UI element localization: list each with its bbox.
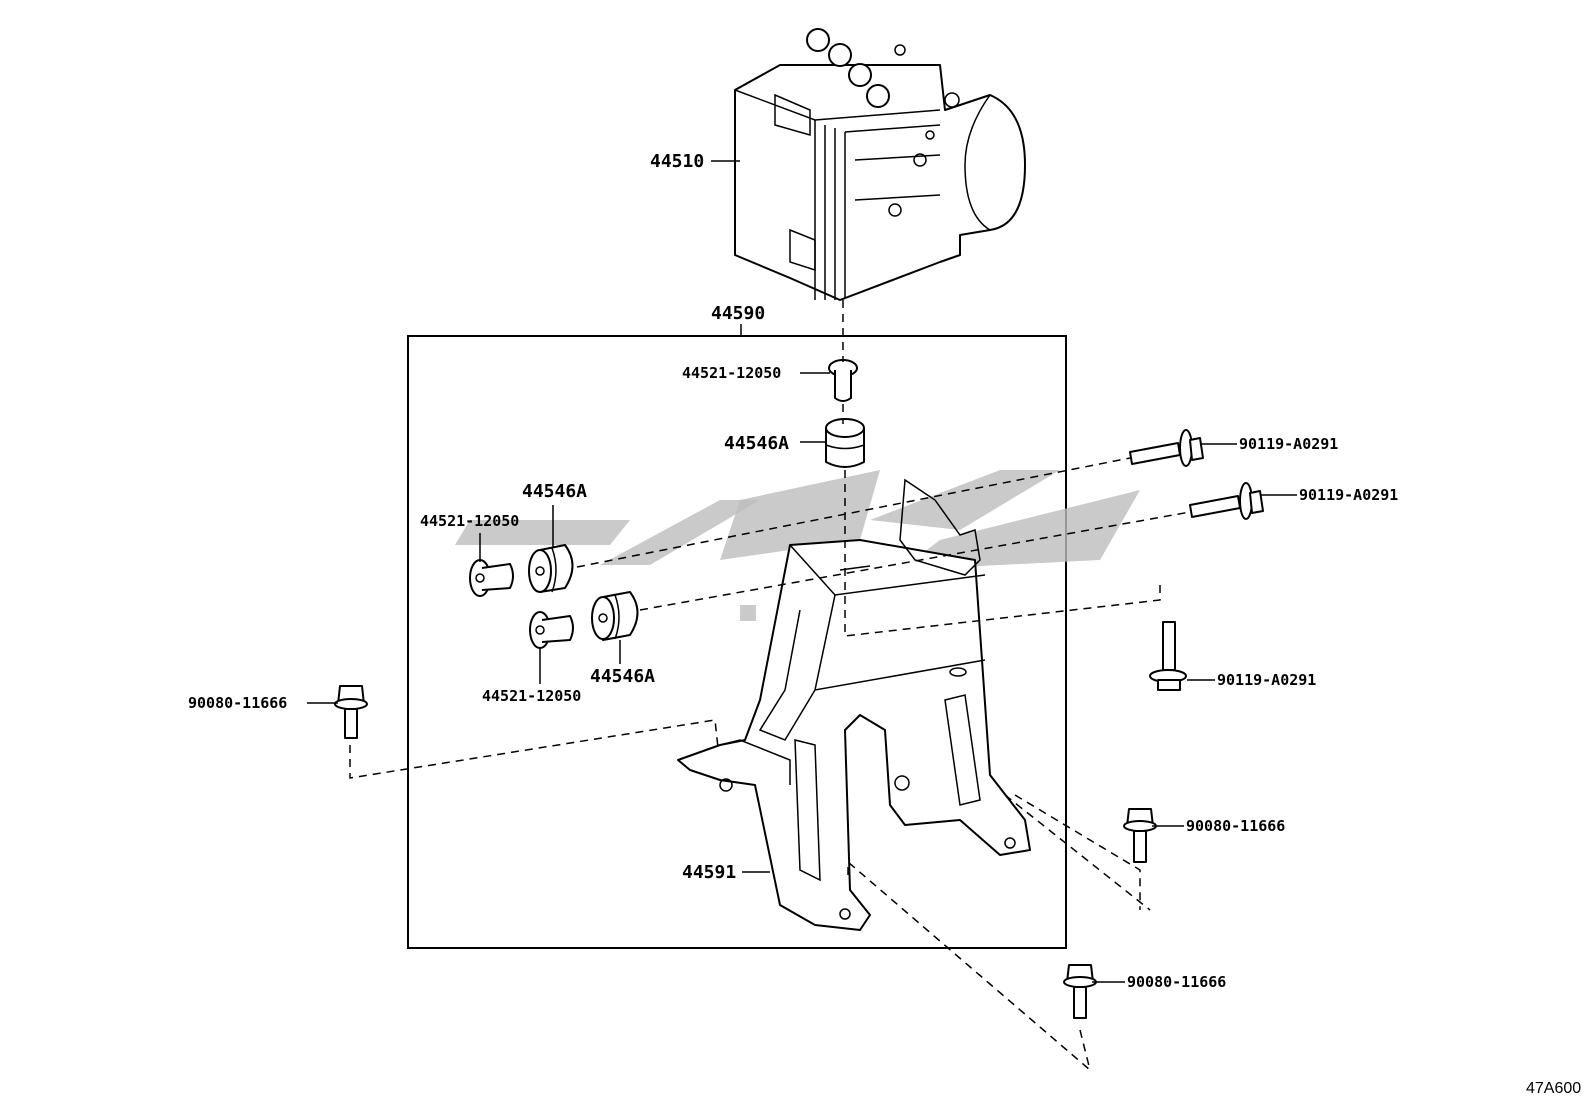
label-44591: 44591	[682, 862, 736, 883]
label-cushion-top: 44546A	[724, 433, 789, 454]
label-bolt-right-2: 90119-A0291	[1299, 486, 1398, 504]
label-collar-left-1: 44521-12050	[420, 512, 519, 530]
label-bolt-right-1: 90119-A0291	[1239, 435, 1338, 453]
label-44510: 44510	[650, 151, 704, 172]
label-collar-left-2: 44521-12050	[482, 687, 581, 705]
leader-lines	[307, 160, 1297, 983]
cushion-top	[825, 418, 865, 468]
label-bolt-lower-right-1: 90080-11666	[1186, 817, 1285, 835]
diagram-code: 47A600	[1526, 1080, 1581, 1097]
bolt-lower-right-2	[1063, 964, 1097, 1019]
bolt-left	[334, 685, 368, 739]
watermark-logo	[455, 470, 1140, 621]
collar-left-2	[529, 611, 574, 649]
label-cushion-left-1: 44546A	[522, 481, 587, 502]
bolt-right-1	[1129, 429, 1204, 467]
bracket-44591	[677, 478, 1031, 931]
cushion-left-1	[528, 544, 574, 593]
bracket-assembly-frame	[407, 335, 1067, 949]
label-bolt-right-3: 90119-A0291	[1217, 671, 1316, 689]
cushion-left-2	[591, 591, 639, 641]
label-collar-top: 44521-12050	[682, 364, 781, 382]
bolt-lower-right-1	[1123, 808, 1157, 863]
abs-actuator-44510	[734, 28, 1026, 301]
bolt-right-3	[1149, 621, 1187, 691]
collar-top	[828, 359, 858, 402]
assembly-lines	[349, 300, 1191, 1071]
label-bolt-left: 90080-11666	[188, 694, 287, 712]
label-cushion-left-2: 44546A	[590, 666, 655, 687]
collar-left-1	[469, 559, 514, 597]
label-44590: 44590	[711, 303, 765, 324]
bolt-right-2	[1189, 482, 1264, 520]
label-bolt-lower-right-2: 90080-11666	[1127, 973, 1226, 991]
